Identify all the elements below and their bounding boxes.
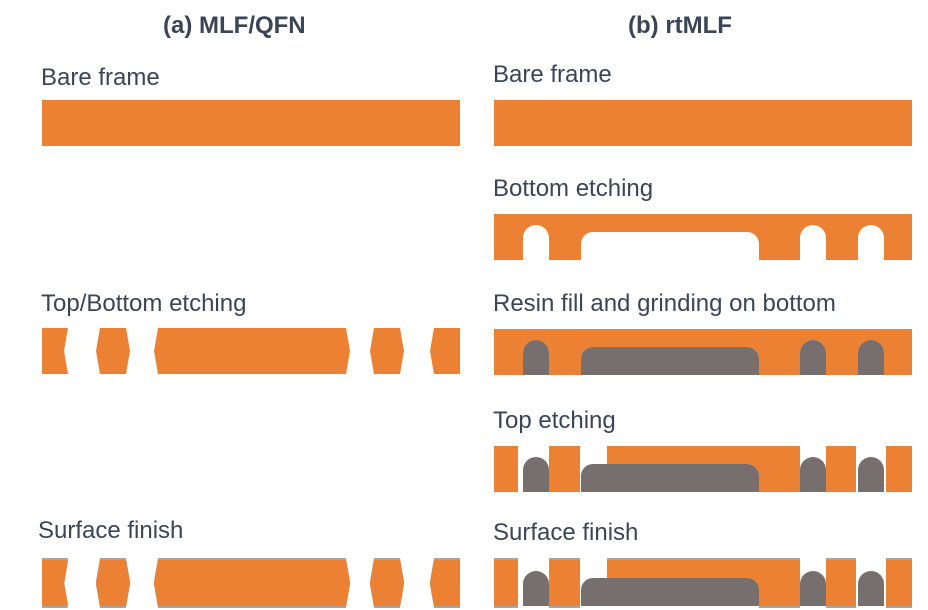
b-step-top-etching-label: Top etching xyxy=(493,407,616,434)
b-step-surface-finish-label: Surface finish xyxy=(493,519,639,546)
a-etched-frame xyxy=(42,328,460,374)
b-surface-finished-frame xyxy=(494,558,912,608)
b-top-etched-frame xyxy=(494,446,912,492)
a-bare-frame xyxy=(42,100,460,146)
b-step-bare-frame-label: Bare frame xyxy=(493,61,612,88)
a-step-bare-frame-label: Bare frame xyxy=(41,64,160,91)
a-surface-finished-frame xyxy=(42,558,460,608)
b-step-resin-fill-label: Resin fill and grinding on bottom xyxy=(493,290,836,317)
b-step-bottom-etching-label: Bottom etching xyxy=(493,175,654,202)
b-bare-frame xyxy=(494,100,912,146)
b-resin-filled-frame xyxy=(494,329,912,375)
panel-b-title: (b) rtMLF xyxy=(628,12,732,39)
panel-a-title: (a) MLF/QFN xyxy=(163,12,306,39)
a-step-surface-finish-label: Surface finish xyxy=(38,517,184,544)
a-step-top-bottom-etching-label: Top/Bottom etching xyxy=(41,290,247,317)
b-bottom-etched-frame xyxy=(494,214,912,260)
